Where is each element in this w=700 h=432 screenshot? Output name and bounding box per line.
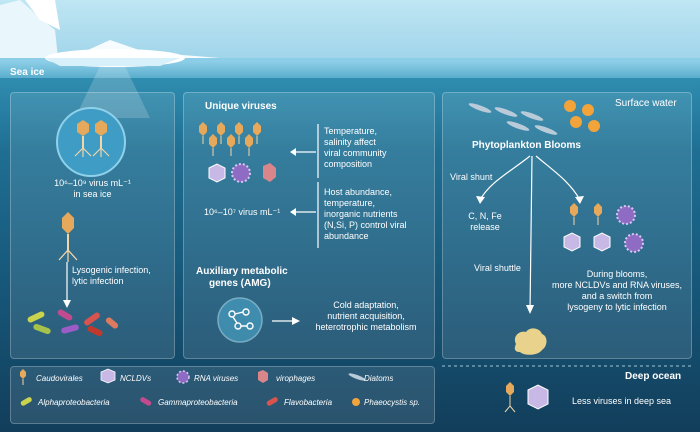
legend-label-8: Phaeocystis sp. — [364, 398, 421, 407]
viral-shuttle-label: Viral shuttle — [474, 263, 521, 273]
sea-ice-illustration — [0, 0, 700, 78]
viral-shunt-label: Viral shunt — [450, 172, 493, 182]
diatom-icon — [348, 373, 366, 381]
factors-1-line-4: composition — [324, 159, 373, 169]
phytoplankton-blooms-title: Phytoplankton Blooms — [472, 140, 581, 151]
legend-label-1: NCLDVs — [120, 374, 152, 383]
unique-viruses-title: Unique viruses — [205, 101, 277, 112]
ncldv-icon — [527, 384, 549, 410]
phage-icon — [570, 203, 602, 217]
infection-line-1: Lysogenic infection, — [72, 265, 151, 275]
rna-virus-icon — [624, 233, 644, 253]
infection-line-2: lytic infection — [72, 276, 124, 286]
factors-2-line-3: inorganic nutrients — [324, 209, 398, 219]
phage-icon — [20, 369, 26, 385]
sea-ice-concentration-suffix: in sea ice — [73, 189, 112, 199]
amg-function-line-3: heterotrophic metabolism — [315, 322, 417, 332]
deep-virus-icons — [504, 382, 549, 413]
phage-icon — [74, 120, 92, 157]
bloom-effect-line-1: During blooms, — [586, 269, 648, 279]
legend-label-6: Gammaproteobacteria — [158, 398, 238, 407]
legend-label-5: Alphaproteobacteria — [38, 398, 110, 407]
factors-1-line-1: Temperature, — [324, 126, 378, 136]
phaeocystis-icon — [564, 100, 600, 132]
factors-2-line-1: Host abundance, — [324, 187, 393, 197]
factor-bracket-2 — [290, 182, 319, 248]
release-line-1: C, N, Fe — [468, 211, 502, 221]
marine-snow-aggregate — [514, 328, 547, 355]
viral-shuttle-arrow — [526, 305, 534, 314]
phaeocystis-icon — [352, 398, 360, 406]
surface-water-panel — [442, 92, 692, 359]
rna-virus-icon — [176, 370, 190, 384]
gammaproteobacteria-icon — [140, 397, 152, 406]
legend-panel — [10, 366, 435, 424]
gene-icon — [228, 308, 254, 330]
deep-ocean-text: Less viruses in deep sea — [572, 396, 672, 406]
ncldv-icon — [100, 368, 116, 384]
rna-virus-icon — [231, 163, 251, 183]
amg-title-line-1: Auxiliary metabolic — [196, 266, 288, 277]
amg-gene-circle — [217, 297, 263, 343]
ncldv-icon — [563, 232, 611, 252]
deep-ocean-divider — [442, 365, 692, 367]
water-concentration: 10⁶–10⁷ virus mL⁻¹ — [204, 207, 281, 217]
legend-label-4: Diatoms — [364, 374, 394, 383]
surface-water-label: Surface water — [615, 98, 677, 109]
phytoplankton-illustration — [468, 100, 600, 135]
virophage-icon — [263, 163, 276, 182]
bloom-effect-line-4: lysogeny to lytic infection — [567, 302, 667, 312]
zoom-circle — [56, 107, 126, 177]
diatom-icon — [468, 103, 558, 135]
viral-shunt-arrows — [476, 155, 584, 313]
amg-function-line-1: Cold adaptation, — [333, 300, 399, 310]
phage-icon — [199, 122, 261, 148]
virophage-icon — [258, 370, 268, 383]
phage-icon — [92, 120, 110, 157]
bloom-virus-icons — [563, 203, 644, 253]
phage-icon — [504, 382, 516, 413]
amg-function-line-2: nutrient acquisition, — [327, 311, 405, 321]
legend-label-7: Flavobacteria — [284, 398, 333, 407]
factors-2-line-5: abundance — [324, 231, 369, 241]
flavobacteria-icon — [266, 397, 278, 406]
phage-icon — [58, 212, 78, 262]
bloom-effect-line-2: more NCLDVs and RNA viruses, — [551, 280, 683, 290]
alphaproteobacteria-icon — [20, 397, 32, 406]
legend-icons — [20, 368, 366, 406]
bloom-effect-line-3: and a switch from — [581, 291, 653, 301]
sea-ice-label: Sea ice — [10, 67, 45, 78]
factors-1-line-2: salinity affect — [324, 137, 376, 147]
infection-arrow — [63, 262, 71, 308]
ncldv-icon — [208, 163, 226, 183]
factors-1-line-3: viral community — [324, 148, 387, 158]
deep-ocean-label: Deep ocean — [625, 371, 682, 382]
amg-title-line-2: genes (AMG) — [209, 278, 271, 289]
release-line-2: release — [470, 222, 500, 232]
legend-label-2: RNA viruses — [194, 374, 239, 383]
factors-2-line-4: (N,Si, P) control viral — [324, 220, 407, 230]
sea-ice-concentration: 10⁶–10⁹ virus mL⁻¹ — [54, 178, 131, 188]
factors-2-line-2: temperature, — [324, 198, 376, 208]
virus-icon-group — [199, 122, 276, 183]
factor-bracket-1 — [290, 124, 319, 178]
legend-label-0: Caudovirales — [36, 374, 83, 383]
amg-arrow — [272, 317, 300, 325]
legend-label-3: virophages — [276, 374, 316, 383]
bacteria-cluster — [27, 309, 119, 337]
rna-virus-icon — [616, 205, 636, 225]
